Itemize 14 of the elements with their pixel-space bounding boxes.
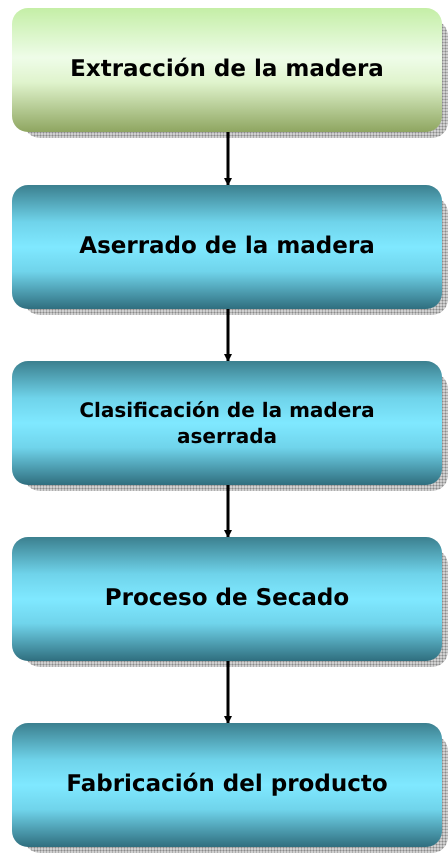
process-box xyxy=(12,8,442,132)
box-label: Aserrado de la madera xyxy=(79,232,375,262)
box-label: Extracción de la madera xyxy=(70,55,384,84)
box-label: Clasificación de la madera aserrada xyxy=(78,397,376,449)
process-box xyxy=(12,361,442,485)
process-box xyxy=(12,185,442,309)
arrow xyxy=(224,132,232,186)
process-box xyxy=(12,723,442,847)
arrow xyxy=(224,661,232,724)
box-label: Proceso de Secado xyxy=(104,584,350,614)
arrow xyxy=(224,485,232,538)
process-box xyxy=(12,537,442,661)
box-label: Fabricación del producto xyxy=(66,770,388,800)
arrow xyxy=(224,309,232,362)
